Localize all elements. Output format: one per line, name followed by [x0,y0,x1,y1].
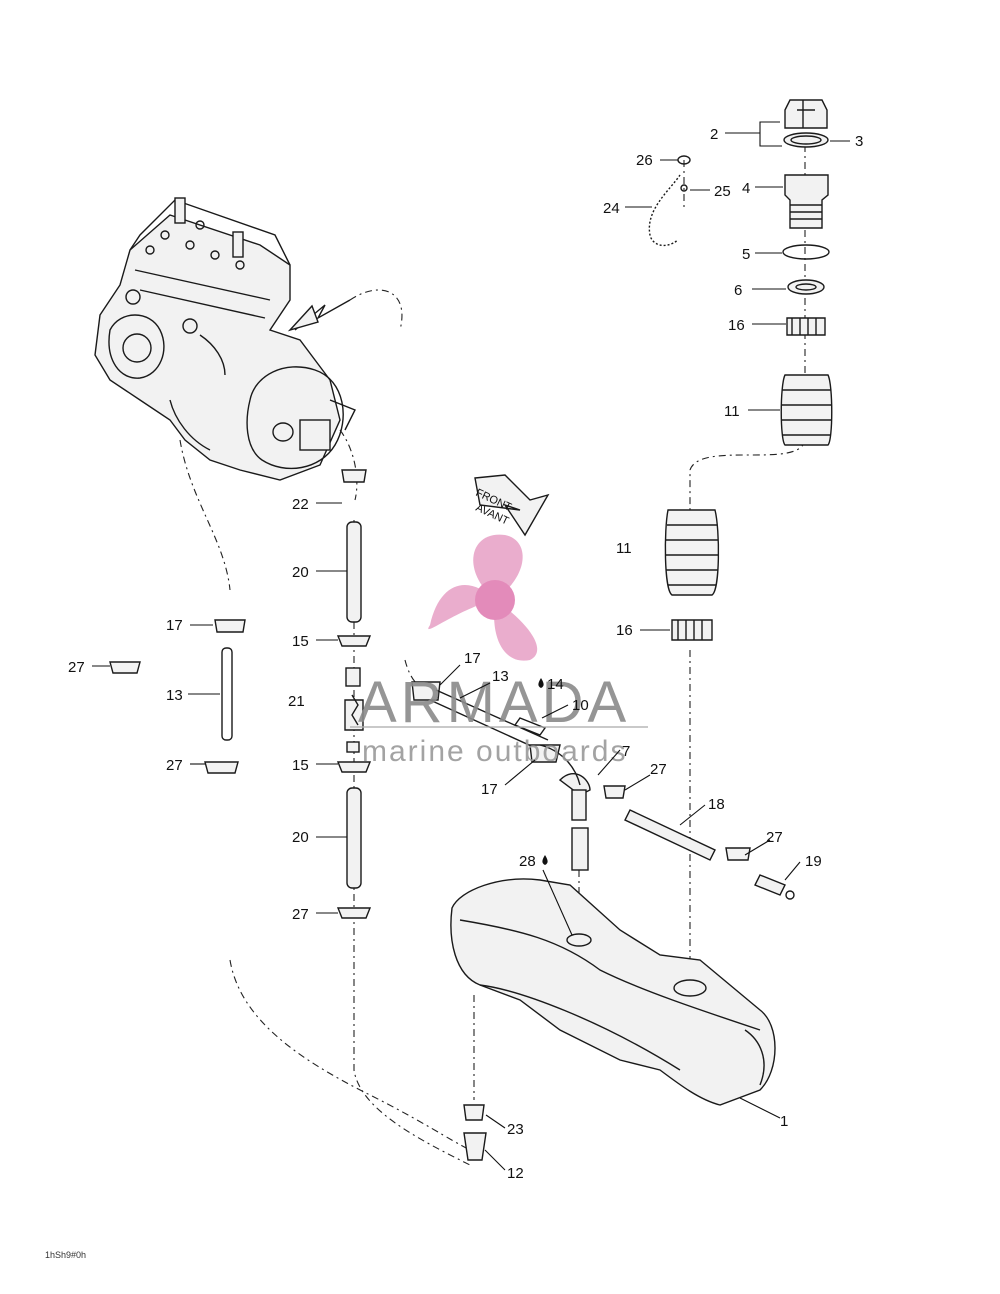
front-direction-arrow: FRONT AVANT [474,474,550,537]
drop-icon [542,855,548,865]
callout-4: 4 [742,180,750,197]
center-fittings [411,681,795,900]
callout-16-upper: 16 [728,317,745,334]
callout-labels: 2 3 26 25 24 4 5 6 16 11 22 20 11 17 16 … [68,126,863,1182]
callout-17-lower: 17 [481,781,498,798]
callout-20-lower: 20 [292,829,309,846]
callout-27-right: 27 [766,829,783,846]
drawing-code: 1hSh9#0h [45,1250,86,1260]
callout-3: 3 [855,133,863,150]
callout-13-center: 13 [492,668,509,685]
callout-21: 21 [288,693,305,710]
lower-bellows [664,509,720,641]
drop-icon [538,678,544,688]
callout-25: 25 [714,183,731,200]
callout-15-lower: 15 [292,757,309,774]
callout-27-left: 27 [166,757,183,774]
callout-14: 14 [547,676,564,693]
callout-17-center: 17 [464,650,481,667]
callout-12: 12 [507,1165,524,1182]
sealant-drop-icons [538,678,548,865]
propeller-logo [428,534,538,661]
callout-27-bottom: 27 [292,906,309,923]
callout-10: 10 [572,697,589,714]
engine-assembly [94,197,356,481]
callout-15-upper: 15 [292,633,309,650]
callout-28: 28 [519,853,536,870]
callout-22: 22 [292,496,309,513]
watermark-tagline: marine outboards [362,735,627,768]
callout-17-left: 17 [166,617,183,634]
callout-16-lower: 16 [616,622,633,639]
callout-5: 5 [742,246,750,263]
filler-assembly [648,99,833,446]
callout-18: 18 [708,796,725,813]
callout-1: 1 [780,1113,788,1130]
leader-lines [92,121,850,1171]
callout-20-upper: 20 [292,564,309,581]
callout-11-upper: 11 [724,403,740,420]
fuel-tank [450,878,776,1161]
callout-6: 6 [734,282,742,299]
left-hose-stack [109,469,372,919]
armada-watermark: ARMADA marine outboards [350,534,648,768]
callout-24: 24 [603,200,620,217]
callout-23: 23 [507,1121,524,1138]
callout-11-lower: 11 [616,540,632,557]
callout-27-far-left: 27 [68,659,85,676]
callout-7: 7 [622,743,630,760]
callout-26: 26 [636,152,653,169]
callout-13-left: 13 [166,687,183,704]
callout-19: 19 [805,853,822,870]
watermark-brand: ARMADA [358,670,630,735]
callout-2: 2 [710,126,718,143]
callout-27-center: 27 [650,761,667,778]
